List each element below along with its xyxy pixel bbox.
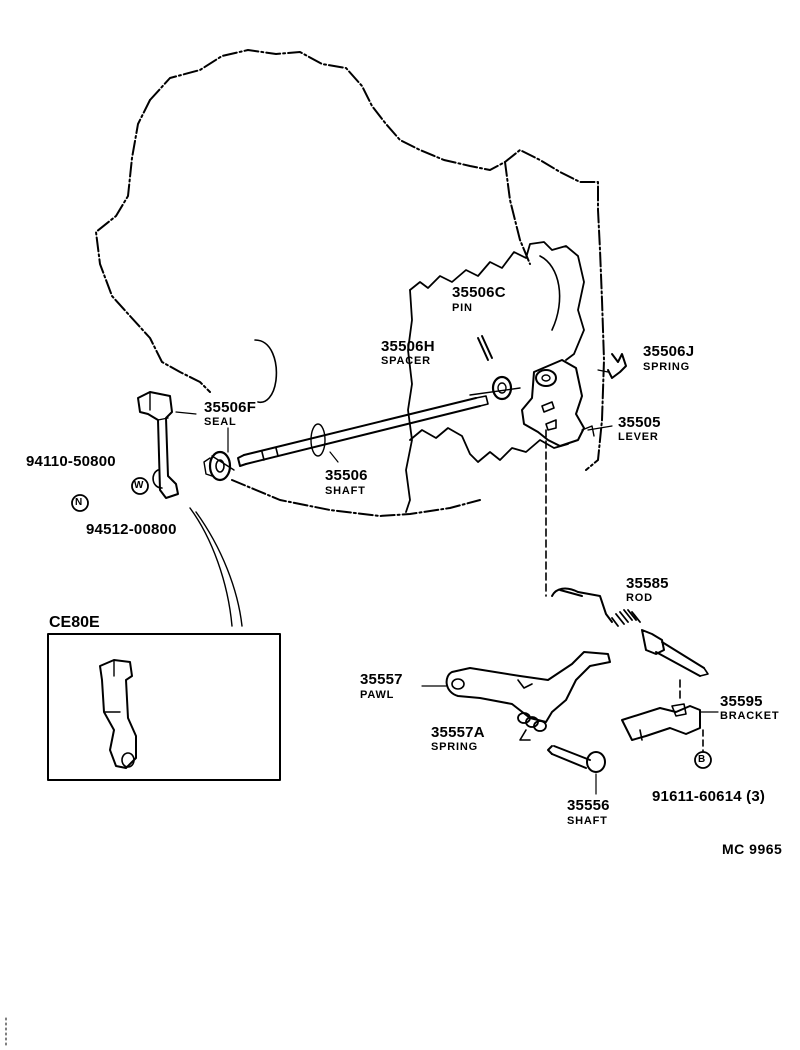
case-cutaway-bottom bbox=[409, 427, 569, 463]
spacer-35506H-drawing bbox=[491, 375, 513, 401]
inset-title: CE80E bbox=[49, 614, 100, 631]
label-35506-name: SHAFT bbox=[325, 485, 366, 497]
leader-35506 bbox=[329, 451, 339, 463]
shaft-35556-drawing bbox=[547, 745, 606, 773]
label-35506J-number: 35506J bbox=[643, 343, 695, 360]
label-35506F-name: SEAL bbox=[204, 416, 237, 428]
washer-symbol: W bbox=[134, 480, 145, 491]
leader-35505 bbox=[587, 425, 613, 431]
nut-symbol: N bbox=[75, 497, 84, 508]
label-35557A-name: SPRING bbox=[431, 741, 478, 753]
case-cutaway-left bbox=[405, 289, 413, 513]
label-35506F-number: 35506F bbox=[204, 399, 257, 416]
label-35506-number: 35506 bbox=[325, 467, 368, 484]
nut-symbol-circle bbox=[71, 494, 89, 512]
label-bolt-number: 91611-60614 (3) bbox=[652, 788, 766, 805]
label-35506H-number: 35506H bbox=[381, 338, 435, 355]
label-35557-number: 35557 bbox=[360, 671, 403, 688]
washer-symbol-circle bbox=[131, 477, 149, 495]
label-35557A-number: 35557A bbox=[431, 724, 485, 741]
bolt-symbol-circle bbox=[694, 751, 712, 769]
label-35506H-name: SPACER bbox=[381, 355, 431, 367]
case-inner-wall bbox=[504, 161, 531, 265]
control-lever-drawing bbox=[137, 391, 179, 499]
label-35505-name: LEVER bbox=[618, 431, 659, 443]
label-35506C-number: 35506C bbox=[452, 284, 506, 301]
label-35505-number: 35505 bbox=[618, 414, 661, 431]
leader-35506F bbox=[175, 411, 229, 453]
label-35585-name: ROD bbox=[626, 592, 653, 604]
inset-frame bbox=[47, 633, 281, 781]
label-35557-name: PAWL bbox=[360, 689, 395, 701]
label-nut-number: 94110-50800 bbox=[26, 453, 116, 470]
case-lower-edge bbox=[231, 479, 481, 517]
bracket-35595-drawing bbox=[621, 703, 701, 741]
pin-35506C-drawing bbox=[477, 335, 493, 361]
spring-35557A-drawing bbox=[517, 712, 547, 741]
inset-leader-lines bbox=[189, 507, 243, 627]
spring-35506J-drawing bbox=[607, 353, 627, 379]
case-left-edge bbox=[95, 99, 211, 393]
shaft-35506-drawing bbox=[237, 395, 489, 467]
diagram-reference-code: MC 9965 bbox=[722, 841, 783, 857]
spring-leader bbox=[597, 369, 609, 373]
rod-35585-drawing bbox=[551, 587, 709, 677]
bolt-symbol: B bbox=[698, 754, 707, 765]
pawl-35557-drawing bbox=[445, 651, 611, 723]
label-35506C-name: PIN bbox=[452, 302, 473, 314]
label-washer-number: 94512-00800 bbox=[86, 521, 177, 538]
label-35595-name: BRACKET bbox=[720, 710, 780, 722]
label-35585-number: 35585 bbox=[626, 575, 669, 592]
case-bore-arc bbox=[539, 255, 561, 331]
inset-lever-drawing bbox=[99, 659, 137, 769]
label-35506J-name: SPRING bbox=[643, 361, 690, 373]
seal-35506F-drawing bbox=[203, 450, 232, 482]
case-o-ring bbox=[254, 339, 278, 404]
label-35595-number: 35595 bbox=[720, 693, 763, 710]
label-35556-name: SHAFT bbox=[567, 815, 608, 827]
lever-35505-drawing bbox=[521, 359, 595, 447]
label-35556-number: 35556 bbox=[567, 797, 610, 814]
case-cutaway-edge bbox=[409, 241, 585, 361]
transmission-case-outline bbox=[149, 49, 605, 471]
